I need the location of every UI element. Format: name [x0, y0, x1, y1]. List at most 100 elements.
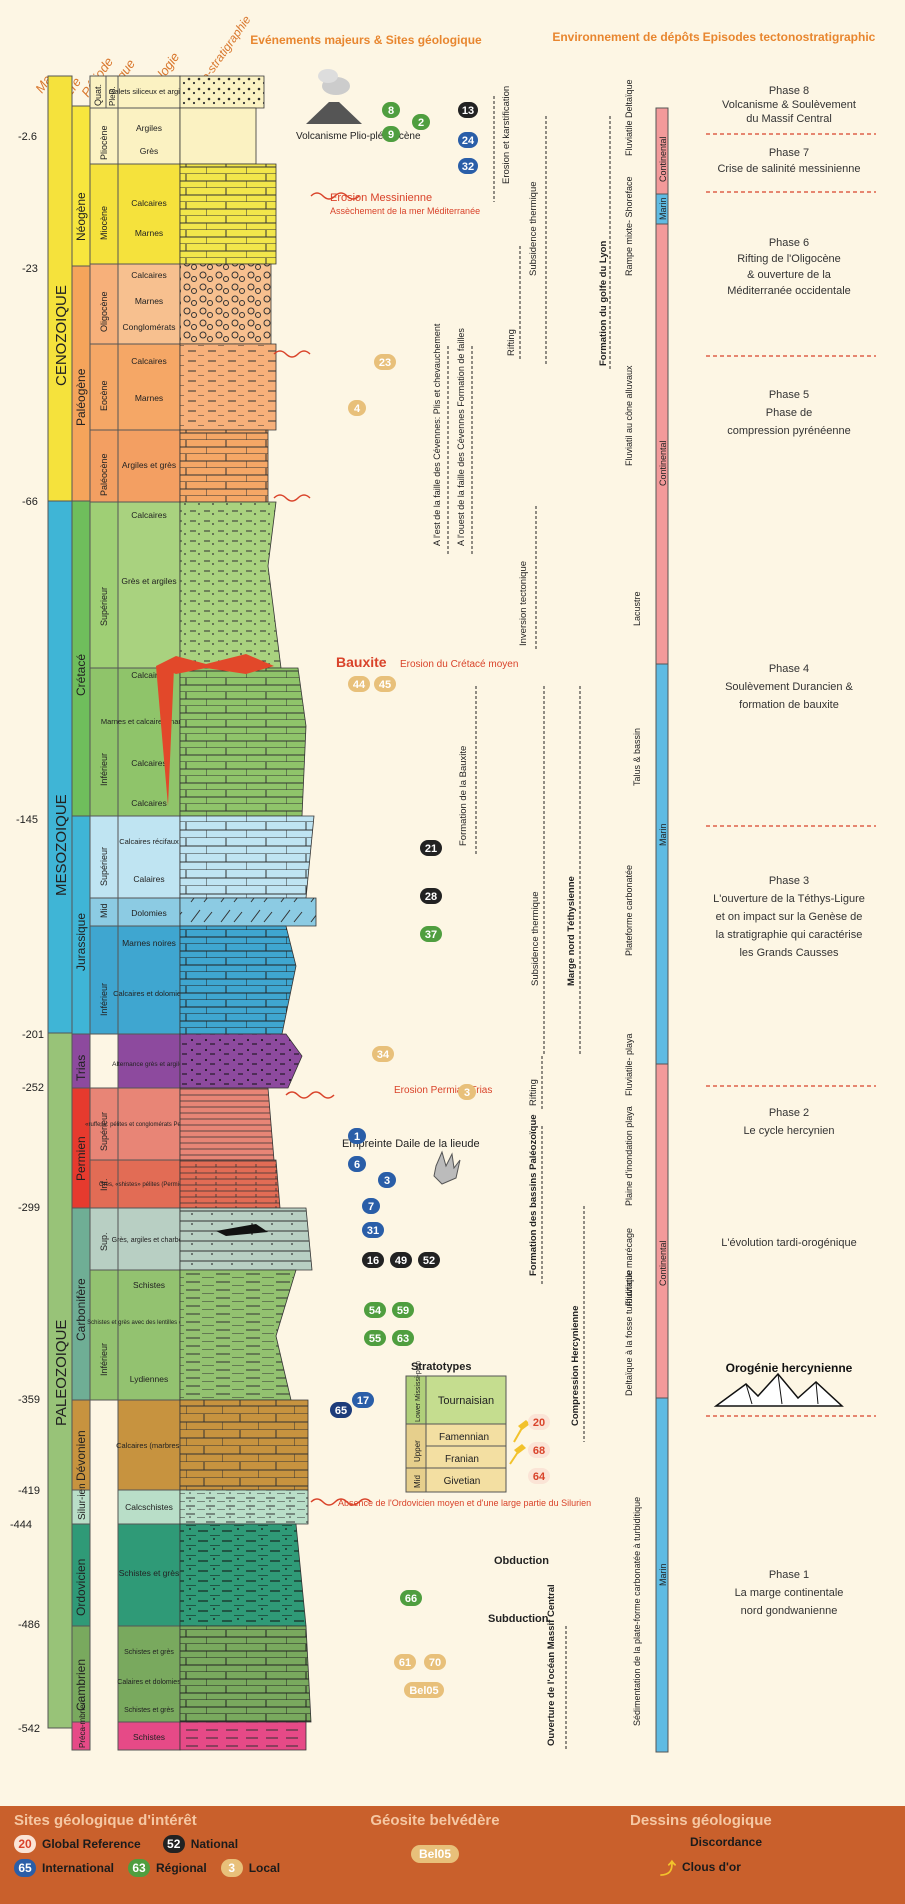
site-badge-green: 8: [382, 102, 400, 118]
site-badge-blue: 32: [458, 158, 478, 174]
lith-marnes-calcaires: Marnes et calcaires marneux: [101, 717, 198, 726]
phase-text: Phase de: [766, 407, 812, 419]
process-rifting-trias: Rifting: [528, 1079, 539, 1106]
site-badge-blue: 31: [362, 1222, 384, 1238]
svg-text:4: 4: [354, 403, 361, 415]
period-devonien: Dévonien: [74, 1430, 88, 1481]
strat-lower-miss: Lower Mississi-pian: [415, 1361, 422, 1422]
env-talus: Talus & bassin: [632, 728, 642, 786]
site-badge-green: 63: [392, 1330, 414, 1346]
epoch-inferieur: Inférieur: [99, 1343, 109, 1376]
epoch-paleocene: Paléocène: [99, 453, 109, 496]
badge-regional: 63: [128, 1859, 151, 1877]
env-marin: Marin: [658, 1563, 668, 1586]
site-badge-tan: 70: [424, 1654, 446, 1670]
lith-marnes-noires: Marnes noires: [122, 938, 176, 948]
phase-label: Phase 3: [769, 875, 809, 887]
badge-national: 52: [162, 1835, 185, 1853]
lith-calaires: Calaires: [133, 874, 164, 884]
events: Volcanisme Plio-pléistocène Erosion Mess…: [296, 131, 591, 1625]
lith-calcaires: Calcaires: [131, 758, 166, 768]
legend-discordance: Discordance: [690, 1835, 763, 1849]
site-badge-red: 20: [528, 1414, 550, 1430]
lith-argiles: Argiles: [136, 123, 162, 133]
phase-label: Phase 6: [769, 237, 809, 249]
svg-text:31: 31: [367, 1225, 379, 1237]
age-label: -2.6: [18, 131, 37, 143]
site-badge-tan: 45: [374, 676, 396, 692]
epoch-eocene: Eocène: [99, 380, 109, 411]
epoch-inferieur: Inférieur: [99, 983, 109, 1016]
env-rampe: Rampe mixte- Shoreface: [624, 176, 634, 276]
strat-givetian: Givetian: [444, 1476, 481, 1487]
stratigraphic-chart: Ma Ere Période Epoque Lithologie Litho-s…: [6, 6, 899, 1898]
lith-marnes: Marnes: [135, 228, 163, 238]
period-carbonifere: Carbonifère: [74, 1278, 88, 1341]
lith-calcaires-recifaux: Calcaires récifaux: [119, 837, 179, 846]
site-badge-black: 16: [362, 1252, 384, 1268]
event-absence: Absence de l'Ordovicien moyen et d'une l…: [338, 1498, 591, 1508]
epoch-inferieur: Inférieur: [99, 753, 109, 786]
era-paleozoic: PALEOZOIQUE: [53, 1320, 70, 1426]
svg-text:63: 63: [397, 1333, 409, 1345]
site-badge-green: 66: [400, 1590, 422, 1606]
process-arrows: [447, 96, 611, 1751]
site-badge-tan: 4: [348, 400, 366, 416]
site-badge-green: 37: [420, 926, 442, 942]
footprint-icon: [433, 1150, 461, 1185]
svg-text:17: 17: [357, 1395, 369, 1407]
phase-text: les Grands Causses: [739, 947, 839, 959]
period-jurassique: Jurassique: [74, 913, 88, 971]
site-badges: 8 2 9 13 24 32 23 4 44 45 21 28 37 34 3 …: [330, 102, 550, 1698]
site-badge-red: 64: [528, 1468, 550, 1484]
legend-belvedere-title: Géosite belvédère: [370, 1812, 500, 1829]
lith-ruffes: «ruffes»: pélites et conglomérats Permie…: [85, 1122, 213, 1128]
env-deltaique: Deltaïque à la fosse turbiditique: [624, 1270, 634, 1396]
site-badge-red: 68: [528, 1442, 550, 1458]
lith-galets: Galets siliceux et argiles: [109, 87, 190, 96]
site-badge-green: 54: [364, 1302, 386, 1318]
lith-marnes: Marnes: [135, 296, 163, 306]
period-cretace: Crétacé: [74, 654, 88, 696]
svg-text:45: 45: [379, 679, 391, 691]
env-plaine: Plaine d'inondation playa: [624, 1106, 634, 1206]
age-label: -419: [18, 1485, 40, 1497]
process-inversion: Inversion tectonique: [518, 561, 529, 646]
lith-calcaires: Calcaires: [131, 198, 166, 208]
lith-calcaires: Calcaires: [131, 670, 166, 680]
process-formation-lyon: Formation du golfe du Lyon: [598, 241, 609, 366]
litho-profile: [156, 75, 317, 1751]
lith-calaires-dolomies: Calaires et dolomies: [117, 1679, 181, 1686]
header-environment: Environnement de dépôts: [552, 30, 700, 44]
age-label: -299: [18, 1202, 40, 1214]
lith-calcaires: Calcaires: [131, 356, 166, 366]
epoch-column: [89, 75, 119, 1401]
phase-text: & ouverture de la: [747, 269, 832, 281]
svg-text:20: 20: [533, 1417, 545, 1429]
lith-conglomerats: Conglomérats: [123, 322, 176, 332]
epoch-sup: Sup.: [99, 1232, 109, 1251]
lith-alternance: Alternance grès et argiles: [112, 1061, 186, 1068]
lith-calcaires-dolomies: Calcaires et dolomies: [113, 989, 185, 998]
period-ordovicien: Ordovicien: [74, 1559, 88, 1616]
site-badge-blue: 6: [348, 1156, 366, 1172]
event-volcanisme: Volcanisme Plio-pléistocène: [296, 131, 421, 142]
epoch-superieur: Supérieur: [99, 1112, 109, 1151]
period-column: [71, 105, 91, 1751]
site-badge-black: 13: [458, 102, 478, 118]
site-badge-green: 55: [364, 1330, 386, 1346]
site-badge-green: 59: [392, 1302, 414, 1318]
site-badge-black: 49: [390, 1252, 412, 1268]
age-label: -23: [22, 263, 38, 275]
process-compression: Compression Hercynienne: [570, 1306, 581, 1426]
phase-text: et on impact sur la Genèse de: [716, 911, 863, 923]
site-badge-blue: 7: [362, 1198, 380, 1214]
site-badge-tan: 23: [374, 354, 396, 370]
svg-text:32: 32: [462, 161, 474, 173]
env-lacustre: Lacustre: [632, 591, 642, 626]
svg-text:37: 37: [425, 929, 437, 941]
site-badge-black: 52: [418, 1252, 440, 1268]
lith-calcaires: Calcaires: [131, 510, 166, 520]
site-badge-blue: 24: [458, 132, 478, 148]
process-ouverture: Ouverture de l'océan Massif Central: [546, 1584, 557, 1746]
